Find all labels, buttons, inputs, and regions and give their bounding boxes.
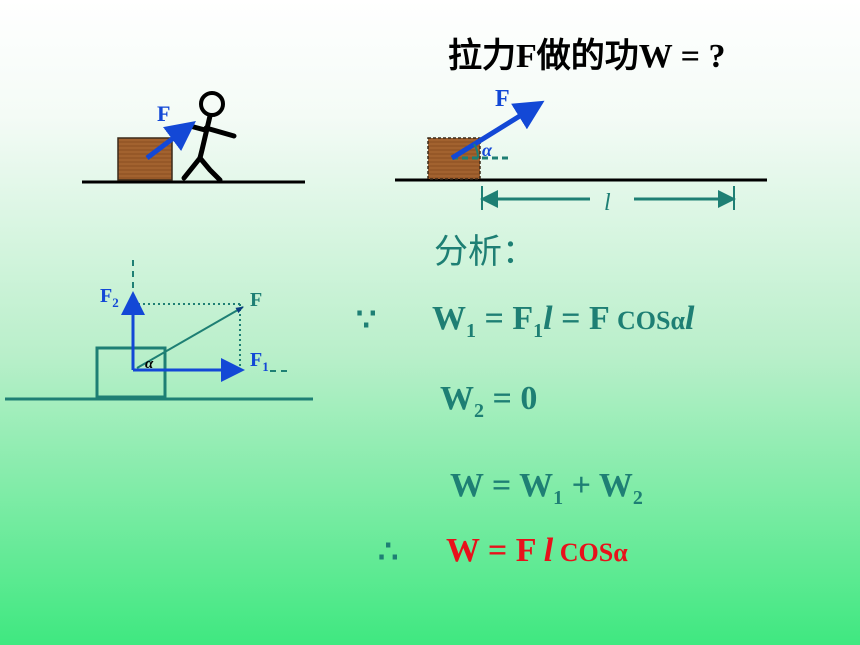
equation-w-sum: W = W1 + W2 [450, 467, 643, 509]
f1-label: F1 [250, 349, 269, 374]
angle-arc [473, 143, 480, 159]
diagram-angled-force [395, 100, 767, 210]
equation-w1: W1 = F1l = F COSαl [432, 300, 695, 342]
equation-w2: W2 = 0 [440, 380, 538, 422]
force-label-2: F [495, 86, 510, 112]
diagram-force-decomposition [5, 260, 313, 401]
length-label: l [604, 190, 611, 216]
because-symbol: ∵ [356, 301, 377, 337]
force-label-1: F [157, 101, 170, 126]
f2-label: F2 [100, 285, 119, 310]
analysis-heading: 分析： [434, 232, 536, 272]
diagram-person-pulling-box [82, 91, 305, 184]
equation-result: W = F l COSα [446, 532, 628, 569]
f-resultant-arrow [136, 306, 244, 369]
stick-figure [181, 91, 237, 183]
box-outline [95, 346, 167, 399]
angle-label-3: α [145, 356, 154, 372]
force-arrow-2 [450, 100, 545, 161]
page-title: 拉力F做的功W = ? [448, 38, 726, 75]
therefore-symbol: ∴ [378, 533, 399, 569]
force-arrow [145, 120, 196, 160]
angle-label-2: α [482, 140, 493, 160]
f-label: F [250, 289, 262, 311]
